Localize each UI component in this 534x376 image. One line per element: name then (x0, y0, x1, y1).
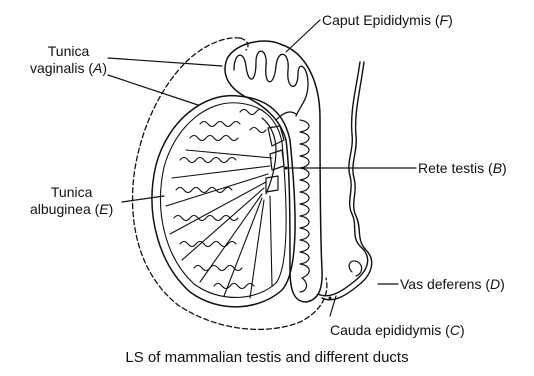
label-tunica-albuginea-letter: E (99, 201, 108, 217)
pointer-dot-cauda (329, 297, 332, 300)
label-vas-deferens-letter: D (490, 276, 500, 292)
leader-vaginalis-2 (108, 75, 198, 105)
vas-deferens-duct (318, 62, 368, 296)
epididymis-coiled-tubule (300, 120, 309, 292)
vas-deferens-coil (349, 261, 362, 276)
vas-deferens-duct-outer (322, 62, 372, 300)
leader-albuginea (122, 196, 164, 202)
label-vas-deferens-text: Vas deferens (400, 276, 481, 292)
label-tunica-vaginalis-line1: Tunica (30, 43, 107, 60)
label-cauda-epididymis: Cauda epididymis (C) (330, 322, 465, 339)
label-tunica-albuginea-line2: albuginea (30, 201, 91, 217)
label-tunica-vaginalis-line2-wrap: vaginalis (A) (30, 60, 107, 77)
testis-inner-outline (161, 103, 287, 298)
pointer-dot-rete (285, 167, 288, 170)
label-caput-epididymis: Caput Epididymis (F) (322, 12, 453, 29)
leader-caput (286, 20, 320, 52)
label-tunica-albuginea: Tunica albuginea (E) (30, 184, 113, 218)
caput-coiled-tubule (234, 51, 308, 116)
label-caput-text: Caput Epididymis (322, 12, 431, 28)
label-tunica-vaginalis-letter: A (93, 60, 102, 76)
leader-vaginalis-1 (108, 58, 222, 66)
label-tunica-albuginea-line1: Tunica (30, 184, 113, 201)
label-cauda-text: Cauda epididymis (330, 322, 441, 338)
label-rete-testis-text: Rete testis (418, 160, 484, 176)
label-rete-testis: Rete testis (B) (418, 160, 507, 177)
testis-septa (166, 150, 272, 298)
label-rete-testis-letter: B (493, 160, 502, 176)
label-caput-letter: F (440, 12, 449, 28)
label-vas-deferens: Vas deferens (D) (400, 276, 505, 293)
label-tunica-albuginea-line2-wrap: albuginea (E) (30, 201, 113, 218)
label-tunica-vaginalis: Tunica vaginalis (A) (30, 43, 107, 77)
label-tunica-vaginalis-line2: vaginalis (30, 60, 84, 76)
figure-caption: LS of mammalian testis and different duc… (0, 349, 534, 366)
label-cauda-letter: C (450, 322, 460, 338)
